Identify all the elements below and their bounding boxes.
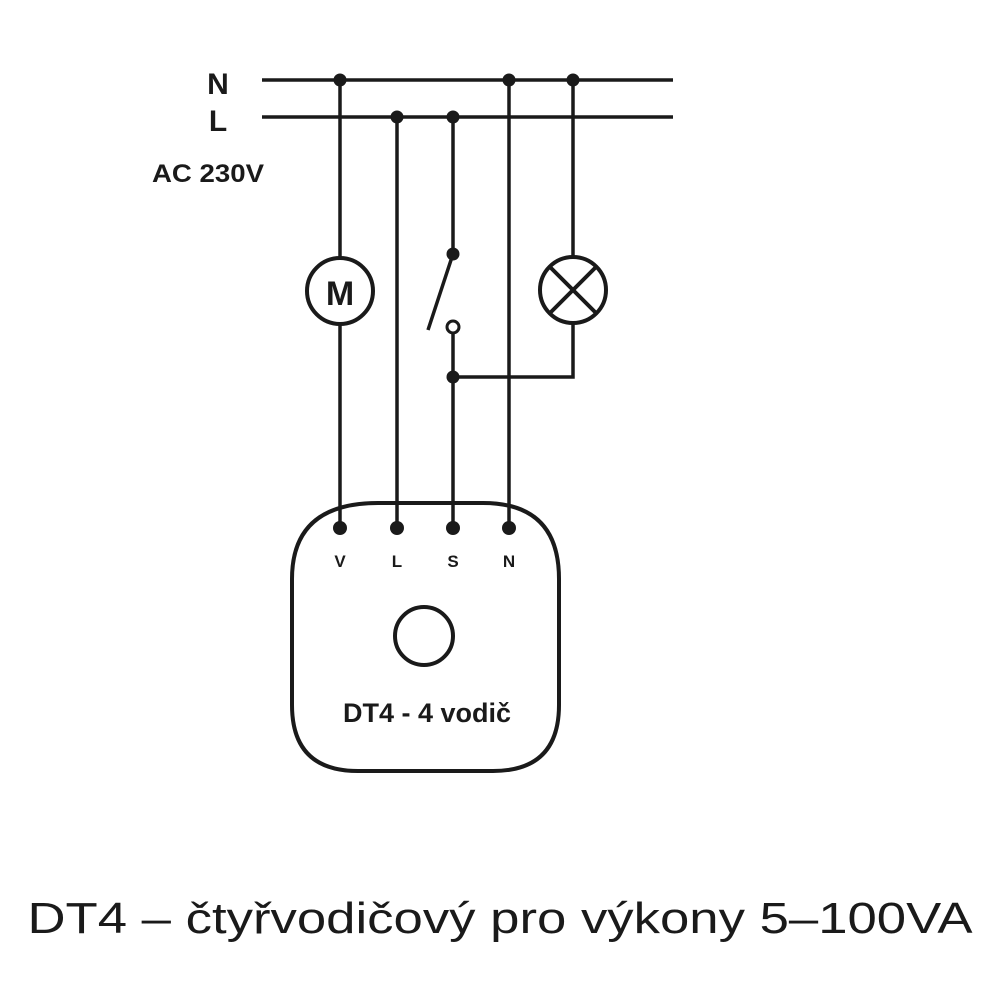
device-body <box>290 501 561 773</box>
line-label: L <box>209 105 227 138</box>
terminal-label-n: N <box>503 552 515 571</box>
neutral-label: N <box>207 68 229 101</box>
terminal-label-s: S <box>447 552 458 571</box>
lamp-return-wire <box>453 324 575 379</box>
terminal-dot-n <box>502 521 516 535</box>
terminal-dot-v <box>333 521 347 535</box>
junction-dot <box>390 110 404 124</box>
terminal-dot-s <box>446 521 460 535</box>
junction-dot <box>566 73 580 87</box>
junction-dot <box>446 110 460 124</box>
junction-dot <box>446 247 460 261</box>
terminal-label-l: L <box>392 552 402 571</box>
junction-dot <box>446 370 460 384</box>
terminal-dot-l <box>390 521 404 535</box>
junction-dot <box>333 73 347 87</box>
switch-blade <box>426 253 455 331</box>
switch-open-contact <box>445 319 461 335</box>
device-button-icon <box>393 605 455 667</box>
device-name: DT4 - 4 vodič <box>343 698 511 728</box>
voltage-label: AC 230V <box>152 160 264 188</box>
lamp-icon <box>538 255 608 325</box>
motor-label: M <box>326 275 354 313</box>
terminal-label-v: V <box>334 552 346 571</box>
junction-dot <box>502 73 516 87</box>
caption: DT4 – čtyřvodičový pro výkony 5–100VA <box>28 894 974 943</box>
